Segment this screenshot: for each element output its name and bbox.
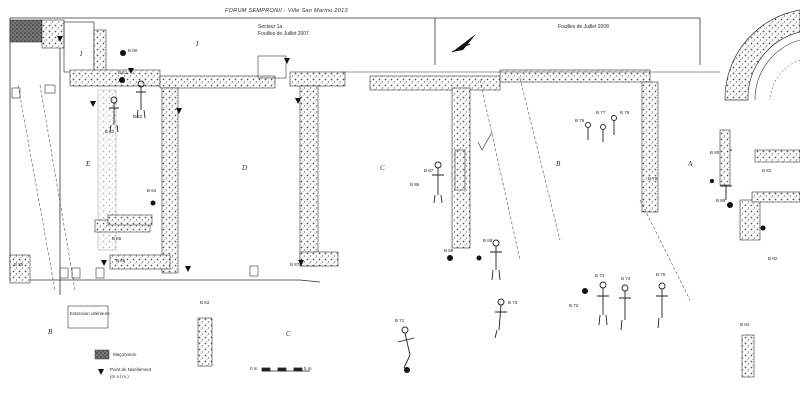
plan-subtitle-right: Fouilles de Juillet 2008 xyxy=(558,24,609,30)
burial-label: B 82 xyxy=(768,256,778,261)
burial-label: B 65 xyxy=(112,236,122,241)
skeleton-9 xyxy=(656,282,668,329)
cross-walls xyxy=(97,81,659,274)
legend-masonry-swatch xyxy=(94,349,110,360)
extension-label: Extension ultérieure xyxy=(70,311,110,316)
room-label: I xyxy=(80,50,83,58)
room-label: E xyxy=(86,160,91,168)
nw-masonry xyxy=(9,19,161,87)
room-label: I xyxy=(196,40,199,48)
burial-label: B 72 xyxy=(569,303,579,308)
burial-label: B 87 xyxy=(290,262,300,267)
skeleton-6 xyxy=(397,326,415,369)
plan-subtitle-2: Fouilles de Juillet 2007 xyxy=(258,31,309,37)
skeleton-3 xyxy=(432,161,444,204)
burial-label: B 73 xyxy=(595,273,605,278)
room-label: C xyxy=(286,330,291,338)
burial-label: B 60 xyxy=(128,48,138,53)
legend xyxy=(94,349,110,360)
burial-label: B 85 xyxy=(14,262,24,267)
room-label: C xyxy=(380,164,385,172)
skeleton-7 xyxy=(597,281,609,326)
burial-label: B 83 xyxy=(200,300,210,305)
burial-label: B 66 xyxy=(116,258,126,263)
burial-label: B 74 xyxy=(621,276,631,281)
scale-right-label: 5 m xyxy=(304,366,312,371)
burial-pits xyxy=(107,129,755,378)
legend-level-sub: (m s.l.m.) xyxy=(110,374,129,379)
north-wall xyxy=(159,55,720,91)
circular-structure xyxy=(724,9,800,241)
legend-masonry-label: Maçonnerie xyxy=(113,352,137,357)
skeleton-5 xyxy=(494,298,507,339)
burial-label: B 84 xyxy=(740,322,750,327)
square-markers xyxy=(11,84,259,279)
legend-level-label: Point de Nivellement xyxy=(110,367,152,372)
scale-left-label: 0 m xyxy=(250,366,258,371)
skeleton-2 xyxy=(109,96,119,133)
burial-label: B 64 xyxy=(147,188,157,193)
burial-label: B 75 xyxy=(656,272,666,277)
skeleton-8 xyxy=(619,284,631,331)
check-mark-icon xyxy=(477,131,493,151)
skeleton-1 xyxy=(136,80,146,119)
level-triangles xyxy=(57,36,304,375)
burial-label: B 78 xyxy=(620,110,630,115)
burial-label: B 76 xyxy=(575,118,585,123)
plan-title: FORUM SEMPRONII - Ville San Marino 2013 xyxy=(225,8,348,14)
burial-label: B 86 xyxy=(410,182,420,187)
burial-label: B 80 xyxy=(710,150,720,155)
burial-label: B 61 xyxy=(118,70,128,75)
diagonal-lines xyxy=(17,77,691,301)
burial-label: B 77 xyxy=(596,110,606,115)
room-label: A xyxy=(688,160,693,168)
burial-label: B 67 xyxy=(424,168,434,173)
room-label: B xyxy=(48,328,53,336)
extension-box xyxy=(67,305,109,329)
burial-label: B 62 xyxy=(133,114,143,119)
south-walls xyxy=(9,219,339,284)
skeleton-14 xyxy=(611,115,617,135)
burial-label: B 81 xyxy=(762,168,772,173)
north-arrow-icon xyxy=(451,34,476,53)
burial-label: B 71 xyxy=(395,318,405,323)
skeleton-12 xyxy=(585,122,591,140)
skeleton-13 xyxy=(600,124,606,142)
burial-label: B 88 xyxy=(716,198,726,203)
burial-label: B 68 xyxy=(483,238,493,243)
burial-label: B 79 xyxy=(648,176,658,181)
plan-subtitle-1: Secteur 1a xyxy=(258,24,283,30)
room-label: D xyxy=(242,164,248,172)
object-dots xyxy=(119,50,766,373)
burial-label: B 69 xyxy=(444,248,454,253)
scale-bar xyxy=(261,367,310,372)
room-label: B xyxy=(556,160,561,168)
frame-lines xyxy=(9,17,701,295)
burial-label: B 70 xyxy=(508,300,518,305)
skeleton-4 xyxy=(490,239,502,281)
burial-label: B 63 xyxy=(105,129,115,134)
